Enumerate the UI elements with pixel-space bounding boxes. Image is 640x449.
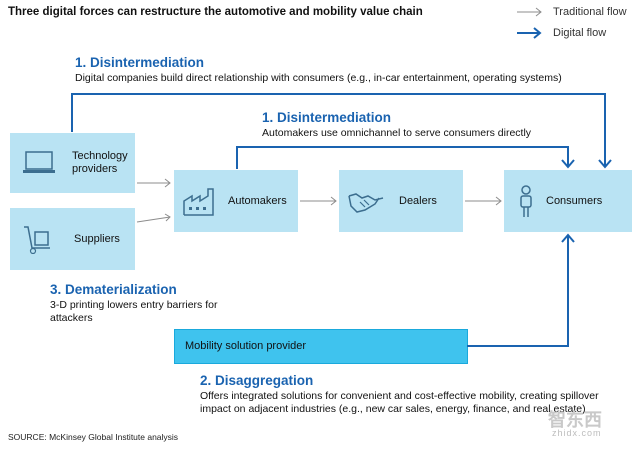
traditional-arrow-suppliers-automakers — [136, 216, 171, 223]
digital-arrowhead-automakers-consumers — [561, 159, 575, 169]
disaggregation-description-line2: impact on adjacent industries (e.g., new… — [200, 403, 586, 415]
traditional-arrowhead-automakers-dealers — [330, 196, 337, 206]
legend-traditional-label: Traditional flow — [553, 6, 627, 18]
disintermediation-description-mid: Automakers use omnichannel to serve cons… — [262, 127, 532, 139]
traditional-arrowhead-technology-automakers — [164, 178, 171, 188]
digital-arrow-technology-consumers — [71, 93, 606, 166]
dematerialization-heading: 3. Dematerialization — [50, 282, 177, 297]
disintermediation-heading-mid: 1. Disintermediation — [262, 110, 392, 125]
consumers-label: Consumers — [546, 194, 603, 207]
mobility-solution-provider-box: Mobility solution provider — [174, 329, 468, 364]
legend-traditional-arrowhead — [535, 7, 542, 17]
laptop-icon — [23, 151, 55, 173]
hand-truck-icon — [24, 226, 50, 254]
dealers-box: Dealers — [339, 170, 463, 232]
mobility-solution-provider-label: Mobility solution provider — [185, 340, 307, 352]
technology-providers-label-line1: Technology — [72, 150, 128, 162]
digital-arrowhead-mobility-consumers — [561, 233, 575, 243]
legend-arrows — [517, 7, 542, 39]
dematerialization-description-line1: 3-D printing lowers entry barriers for — [50, 299, 218, 311]
automakers-label: Automakers — [228, 194, 287, 207]
technology-providers-box: Technology providers — [10, 133, 135, 193]
technology-providers-label-line2: providers — [72, 163, 118, 175]
watermark-logo: 智东西 — [548, 410, 602, 430]
legend-digital-arrowhead — [533, 27, 542, 39]
digital-arrow-automakers-consumers — [236, 146, 569, 169]
suppliers-box: Suppliers — [10, 208, 135, 270]
disintermediation-description-top: Digital companies build direct relations… — [75, 72, 562, 84]
legend: Traditional flow Digital flow — [515, 4, 640, 40]
person-icon — [520, 185, 532, 217]
disaggregation-description-line1: Offers integrated solutions for convenie… — [200, 390, 599, 402]
dealers-label: Dealers — [399, 194, 437, 207]
watermark-url: zhidx.com — [552, 428, 602, 438]
page-title: Three digital forces can restructure the… — [8, 6, 423, 18]
disaggregation-heading: 2. Disaggregation — [200, 373, 314, 388]
handshake-icon — [348, 193, 384, 213]
digital-arrow-mobility-consumers — [467, 236, 569, 347]
dematerialization-description: 3-D printing lowers entry barriers for a… — [50, 299, 217, 325]
technology-providers-label: Technology providers — [72, 150, 128, 176]
disintermediation-heading-top: 1. Disintermediation — [75, 55, 205, 70]
suppliers-label: Suppliers — [74, 232, 120, 245]
automakers-box: Automakers — [174, 170, 298, 232]
dematerialization-description-line2: attackers — [50, 312, 93, 324]
traditional-arrowhead-suppliers-automakers — [164, 213, 171, 222]
disaggregation-description: Offers integrated solutions for convenie… — [200, 390, 599, 416]
consumers-box: Consumers — [504, 170, 632, 232]
legend-digital-label: Digital flow — [553, 27, 607, 39]
traditional-arrowhead-dealers-consumers — [495, 196, 502, 206]
digital-arrowhead-technology-consumers — [598, 159, 612, 169]
factory-icon — [183, 188, 214, 216]
source-note: SOURCE: McKinsey Global Institute analys… — [8, 432, 179, 442]
